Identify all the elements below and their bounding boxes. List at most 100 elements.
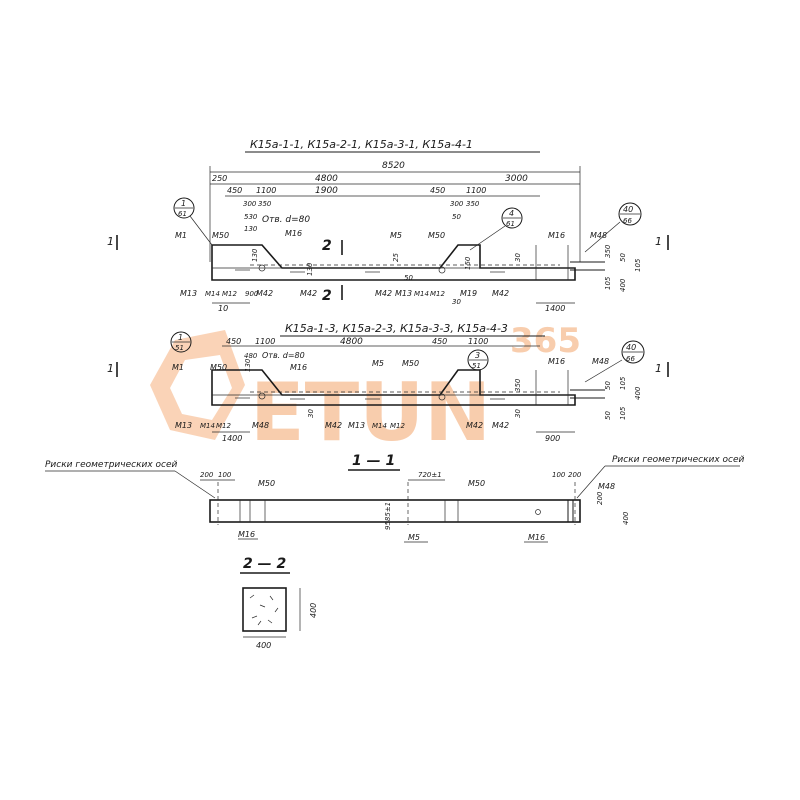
svg-text:М50: М50 [402,359,419,368]
dim-1900: 1900 [315,186,338,196]
svg-text:М1: М1 [175,231,187,240]
svg-text:М12: М12 [390,422,405,430]
svg-text:1: 1 [178,333,183,342]
svg-text:М13: М13 [175,421,192,430]
svg-text:М16: М16 [290,363,307,372]
svg-text:М16: М16 [548,231,565,240]
svg-text:30: 30 [514,409,522,418]
svg-text:М48: М48 [598,482,615,491]
dim-450-a: 450 [227,186,242,195]
svg-text:М48: М48 [590,231,607,240]
section-mark-left-top: 1 [107,235,114,248]
svg-text:900: 900 [545,434,560,443]
svg-text:1100: 1100 [255,337,275,346]
svg-text:М14: М14 [414,290,429,298]
svg-text:М14: М14 [205,290,220,298]
elevation-top: К15а-1-1, К15а-2-1, К15а-3-1, К15а-4-1 8… [107,138,669,313]
dim-450-b: 450 [430,186,445,195]
svg-text:М14: М14 [372,422,387,430]
svg-text:25: 25 [392,253,400,262]
svg-text:50: 50 [619,253,627,262]
svg-text:М13: М13 [180,289,197,298]
svg-text:130: 130 [306,262,314,276]
dim-530: 530 [244,213,258,221]
svg-text:400: 400 [619,278,627,292]
dim-130-a: 130 [244,225,258,233]
svg-text:М42: М42 [492,289,509,298]
svg-text:М12: М12 [222,290,237,298]
svg-text:450: 450 [432,337,447,346]
svg-text:М12: М12 [430,290,445,298]
elevation-top-title: К15а-1-1, К15а-2-1, К15а-3-1, К15а-4-1 [250,138,473,151]
dim-4800: 4800 [315,174,338,184]
callout-40-66-bottom: 40 66 [584,340,645,383]
svg-text:1100: 1100 [468,337,488,346]
svg-text:М16: М16 [238,530,255,539]
svg-text:9585±1: 9585±1 [384,502,392,530]
svg-text:4: 4 [509,209,514,218]
beam-top-outline [211,244,576,281]
svg-text:200: 200 [596,491,604,505]
dim-1100-b: 1100 [466,186,486,195]
svg-text:М50: М50 [212,231,229,240]
svg-text:30: 30 [452,298,461,306]
svg-text:М42: М42 [300,289,317,298]
svg-text:51: 51 [175,344,184,352]
svg-text:350: 350 [604,244,612,258]
svg-text:50: 50 [404,274,413,282]
section-1-1-beam [209,499,581,523]
svg-text:М5: М5 [390,231,402,240]
section-mark-left-bottom: 1 [107,362,114,375]
callout-1-61: 1 61 [173,197,213,246]
section-mark-right-top: 1 [655,235,662,248]
svg-text:30: 30 [514,253,522,262]
hole-note: Отв. d=80 [262,215,310,225]
svg-text:66: 66 [623,217,632,225]
svg-text:450: 450 [226,337,241,346]
cut-mark-top: 2 [322,238,332,254]
section-mark-right-bottom: 1 [655,362,662,375]
dim-8520: 8520 [382,161,405,171]
svg-text:1: 1 [181,199,186,208]
svg-text:М13: М13 [395,289,412,298]
svg-text:30: 30 [307,409,315,418]
section-1-1-title: 1 — 1 [352,453,395,469]
svg-text:400: 400 [634,386,642,400]
svg-text:105: 105 [619,376,627,390]
callout-3-51: 3 51 [467,349,489,371]
svg-text:51: 51 [472,362,481,370]
dim-50: 50 [452,213,461,221]
svg-text:М50: М50 [468,479,485,488]
svg-text:66: 66 [626,355,635,363]
svg-text:М16: М16 [285,229,302,238]
section-2-2-square [242,587,287,632]
svg-text:М13: М13 [348,421,365,430]
svg-text:М14: М14 [200,422,215,430]
section-1-1: 1 — 1 Риски геометрических осей Риски ге… [45,453,745,543]
svg-text:М50: М50 [428,231,445,240]
watermark: ETUN 365 [150,321,581,459]
svg-text:50: 50 [604,411,612,420]
elevation-bottom: К15а-1-3, К15а-2-3, К15а-3-3, К15а-4-3 4… [107,322,669,443]
svg-text:М5: М5 [372,359,384,368]
svg-text:350: 350 [514,378,522,392]
svg-text:105: 105 [634,258,642,272]
dim-300-a: 300 [243,200,257,208]
svg-text:М42: М42 [325,421,342,430]
svg-text:61: 61 [178,210,187,218]
svg-text:100: 100 [218,471,232,479]
cut-mark-bottom: 2 [322,288,332,304]
svg-text:М42: М42 [375,289,392,298]
svg-text:50: 50 [604,381,612,390]
svg-text:1400: 1400 [222,434,242,443]
svg-text:720±1: 720±1 [418,471,442,479]
svg-text:900: 900 [245,290,259,298]
callout-40-66: 40 66 [584,202,642,253]
svg-text:480: 480 [244,352,258,360]
svg-text:4800: 4800 [340,337,363,347]
section-2-2-width: 400 [256,641,271,650]
dim-300-b: 300 [450,200,464,208]
svg-text:М50: М50 [258,479,275,488]
